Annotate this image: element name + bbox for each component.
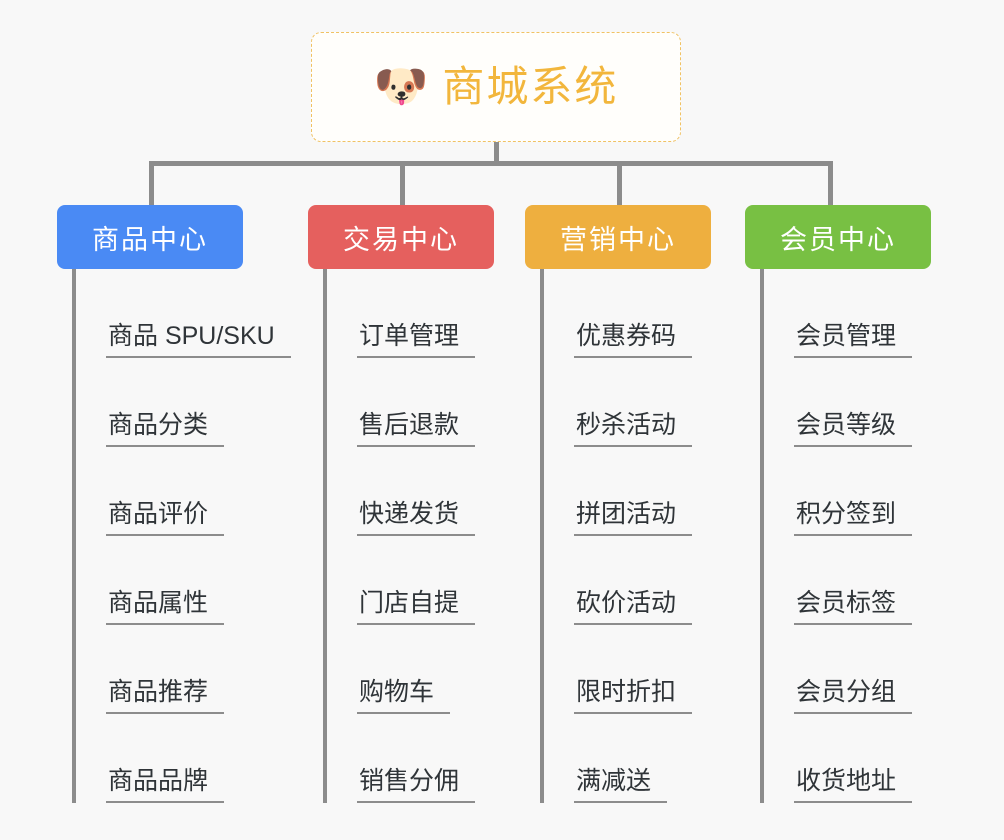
list-item[interactable]: 快递发货 [327,447,494,536]
shiba-dog-icon: 🐶 [373,62,429,111]
category-header-member[interactable]: 会员中心 [745,205,931,269]
leaf-label: 商品分类 [106,410,225,447]
leaf-label: 商品品牌 [106,766,225,803]
leaf-label: 销售分佣 [357,766,476,803]
root-title: 商城系统 [442,63,619,110]
list-item[interactable]: 拼团活动 [544,447,711,536]
leaf-label: 会员管理 [794,321,913,358]
connector-horizontal-bus [149,161,833,166]
leaf-label: 会员标签 [794,588,913,625]
leaf-label: 售后退款 [357,410,476,447]
leaf-label: 快递发货 [357,499,476,536]
list-item[interactable]: 门店自提 [327,536,494,625]
list-item[interactable]: 积分签到 [764,447,931,536]
category-header-label: 会员中心 [780,224,896,255]
list-item[interactable]: 优惠券码 [544,269,711,358]
leaf-label: 限时折扣 [574,677,693,714]
leaf-label: 优惠券码 [574,321,693,358]
list-item[interactable]: 会员分组 [764,625,931,714]
leaf-list-marketing: 优惠券码 秒杀活动 拼团活动 砍价活动 限时折扣 满减送 [540,269,711,803]
list-item[interactable]: 会员标签 [764,536,931,625]
list-item[interactable]: 满减送 [544,714,711,803]
connector-drop-2 [617,161,622,208]
leaf-label: 积分签到 [794,499,913,536]
list-item[interactable]: 商品 SPU/SKU [76,269,291,358]
category-header-trade[interactable]: 交易中心 [308,205,494,269]
category-header-product[interactable]: 商品中心 [57,205,243,269]
list-item[interactable]: 会员等级 [764,358,931,447]
leaf-label: 拼团活动 [574,499,693,536]
category-column-marketing: 营销中心 优惠券码 秒杀活动 拼团活动 砍价活动 限时折扣 [525,205,711,803]
category-header-label: 商品中心 [92,224,208,255]
category-column-product: 商品中心 商品 SPU/SKU 商品分类 商品评价 商品属性 商品推荐 [57,205,291,803]
list-item[interactable]: 商品评价 [76,447,243,536]
leaf-label: 商品评价 [106,499,225,536]
leaf-label: 砍价活动 [574,588,693,625]
leaf-label: 会员分组 [794,677,913,714]
leaf-label: 商品属性 [106,588,225,625]
leaf-list-product: 商品 SPU/SKU 商品分类 商品评价 商品属性 商品推荐 商品品牌 [72,269,291,803]
category-header-marketing[interactable]: 营销中心 [525,205,711,269]
list-item[interactable]: 秒杀活动 [544,358,711,447]
list-item[interactable]: 商品分类 [76,358,243,447]
connector-drop-0 [149,161,154,208]
root-node[interactable]: 🐶 商城系统 [311,32,681,142]
leaf-list-trade: 订单管理 售后退款 快递发货 门店自提 购物车 销售分佣 [323,269,494,803]
connector-drop-1 [400,161,405,208]
list-item[interactable]: 商品属性 [76,536,243,625]
list-item[interactable]: 销售分佣 [327,714,494,803]
leaf-label: 商品 SPU/SKU [106,321,291,358]
category-column-member: 会员中心 会员管理 会员等级 积分签到 会员标签 会员分组 [745,205,931,803]
list-item[interactable]: 商品品牌 [76,714,243,803]
category-header-label: 交易中心 [343,224,459,255]
leaf-label: 秒杀活动 [574,410,693,447]
leaf-label: 满减送 [574,766,668,803]
leaf-label: 商品推荐 [106,677,225,714]
leaf-label: 购物车 [357,677,451,714]
category-columns: 商品中心 商品 SPU/SKU 商品分类 商品评价 商品属性 商品推荐 [0,205,1004,840]
category-header-label: 营销中心 [560,224,676,255]
list-item[interactable]: 收货地址 [764,714,931,803]
list-item[interactable]: 会员管理 [764,269,931,358]
connector-drop-3 [828,161,833,208]
leaf-label: 订单管理 [357,321,476,358]
category-column-trade: 交易中心 订单管理 售后退款 快递发货 门店自提 购物车 [308,205,494,803]
list-item[interactable]: 商品推荐 [76,625,243,714]
list-item[interactable]: 订单管理 [327,269,494,358]
list-item[interactable]: 售后退款 [327,358,494,447]
leaf-label: 门店自提 [357,588,476,625]
leaf-label: 会员等级 [794,410,913,447]
list-item[interactable]: 砍价活动 [544,536,711,625]
connector-root-stem [494,142,499,164]
leaf-label: 收货地址 [794,766,913,803]
list-item[interactable]: 购物车 [327,625,494,714]
list-item[interactable]: 限时折扣 [544,625,711,714]
leaf-list-member: 会员管理 会员等级 积分签到 会员标签 会员分组 收货地址 [760,269,931,803]
